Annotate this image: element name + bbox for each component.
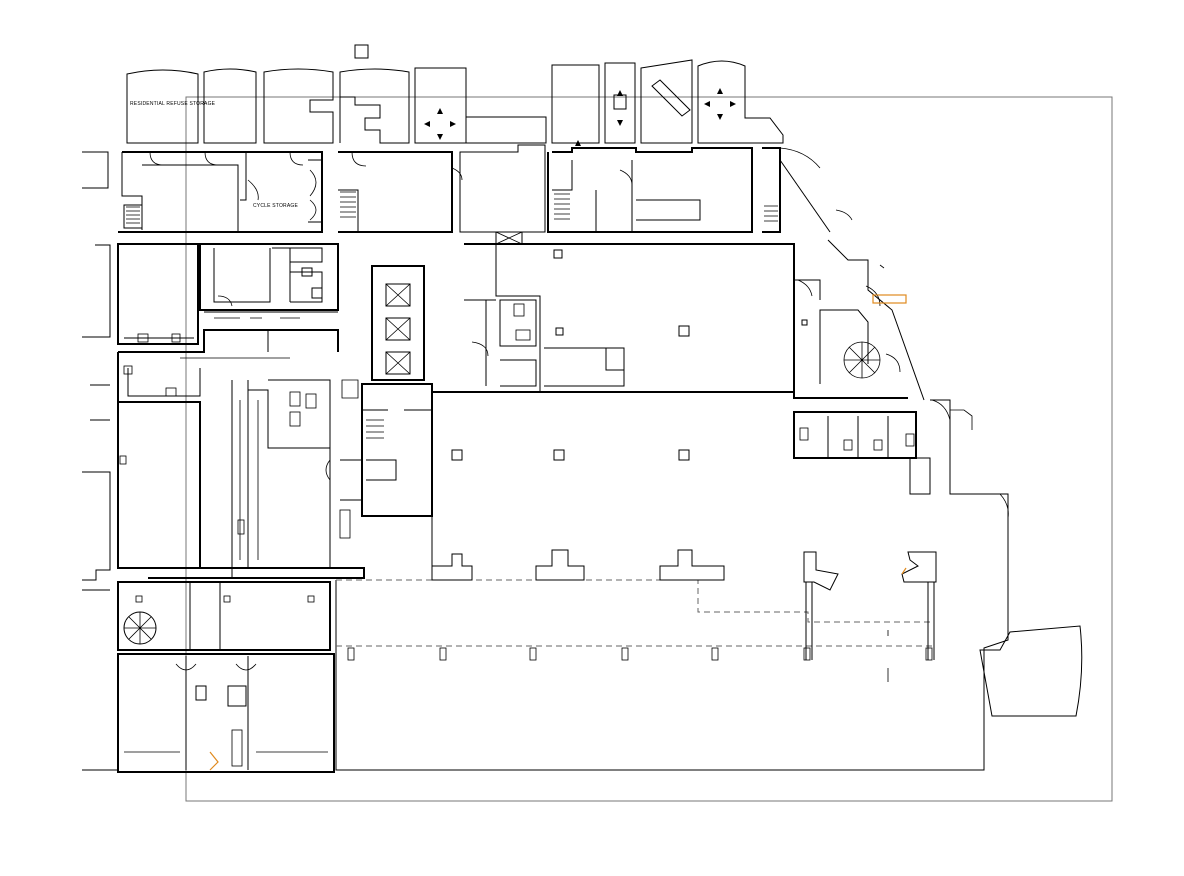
highlight-marker bbox=[872, 294, 907, 304]
storage-bays bbox=[126, 59, 784, 144]
refuse-storage-label: RESIDENTIAL REFUSE STORAGE bbox=[130, 101, 216, 107]
east-wc-block bbox=[793, 399, 973, 495]
cycle-storage-label: CYCLE STORAGE bbox=[253, 203, 298, 209]
structural-columns bbox=[451, 249, 808, 461]
west-residential-block bbox=[117, 243, 365, 579]
marker-square bbox=[354, 44, 369, 59]
drawing-frame bbox=[185, 96, 1113, 802]
west-boundary bbox=[82, 151, 118, 771]
central-core bbox=[340, 265, 433, 517]
north-east-block bbox=[547, 147, 853, 233]
storefront-piers bbox=[347, 549, 937, 661]
direction-arrows bbox=[424, 88, 736, 146]
north-west-block bbox=[118, 144, 546, 245]
south-west-block bbox=[117, 581, 335, 773]
commercial-block bbox=[464, 239, 925, 401]
retail-floor bbox=[335, 391, 1083, 771]
tiny-annotations bbox=[879, 264, 889, 682]
